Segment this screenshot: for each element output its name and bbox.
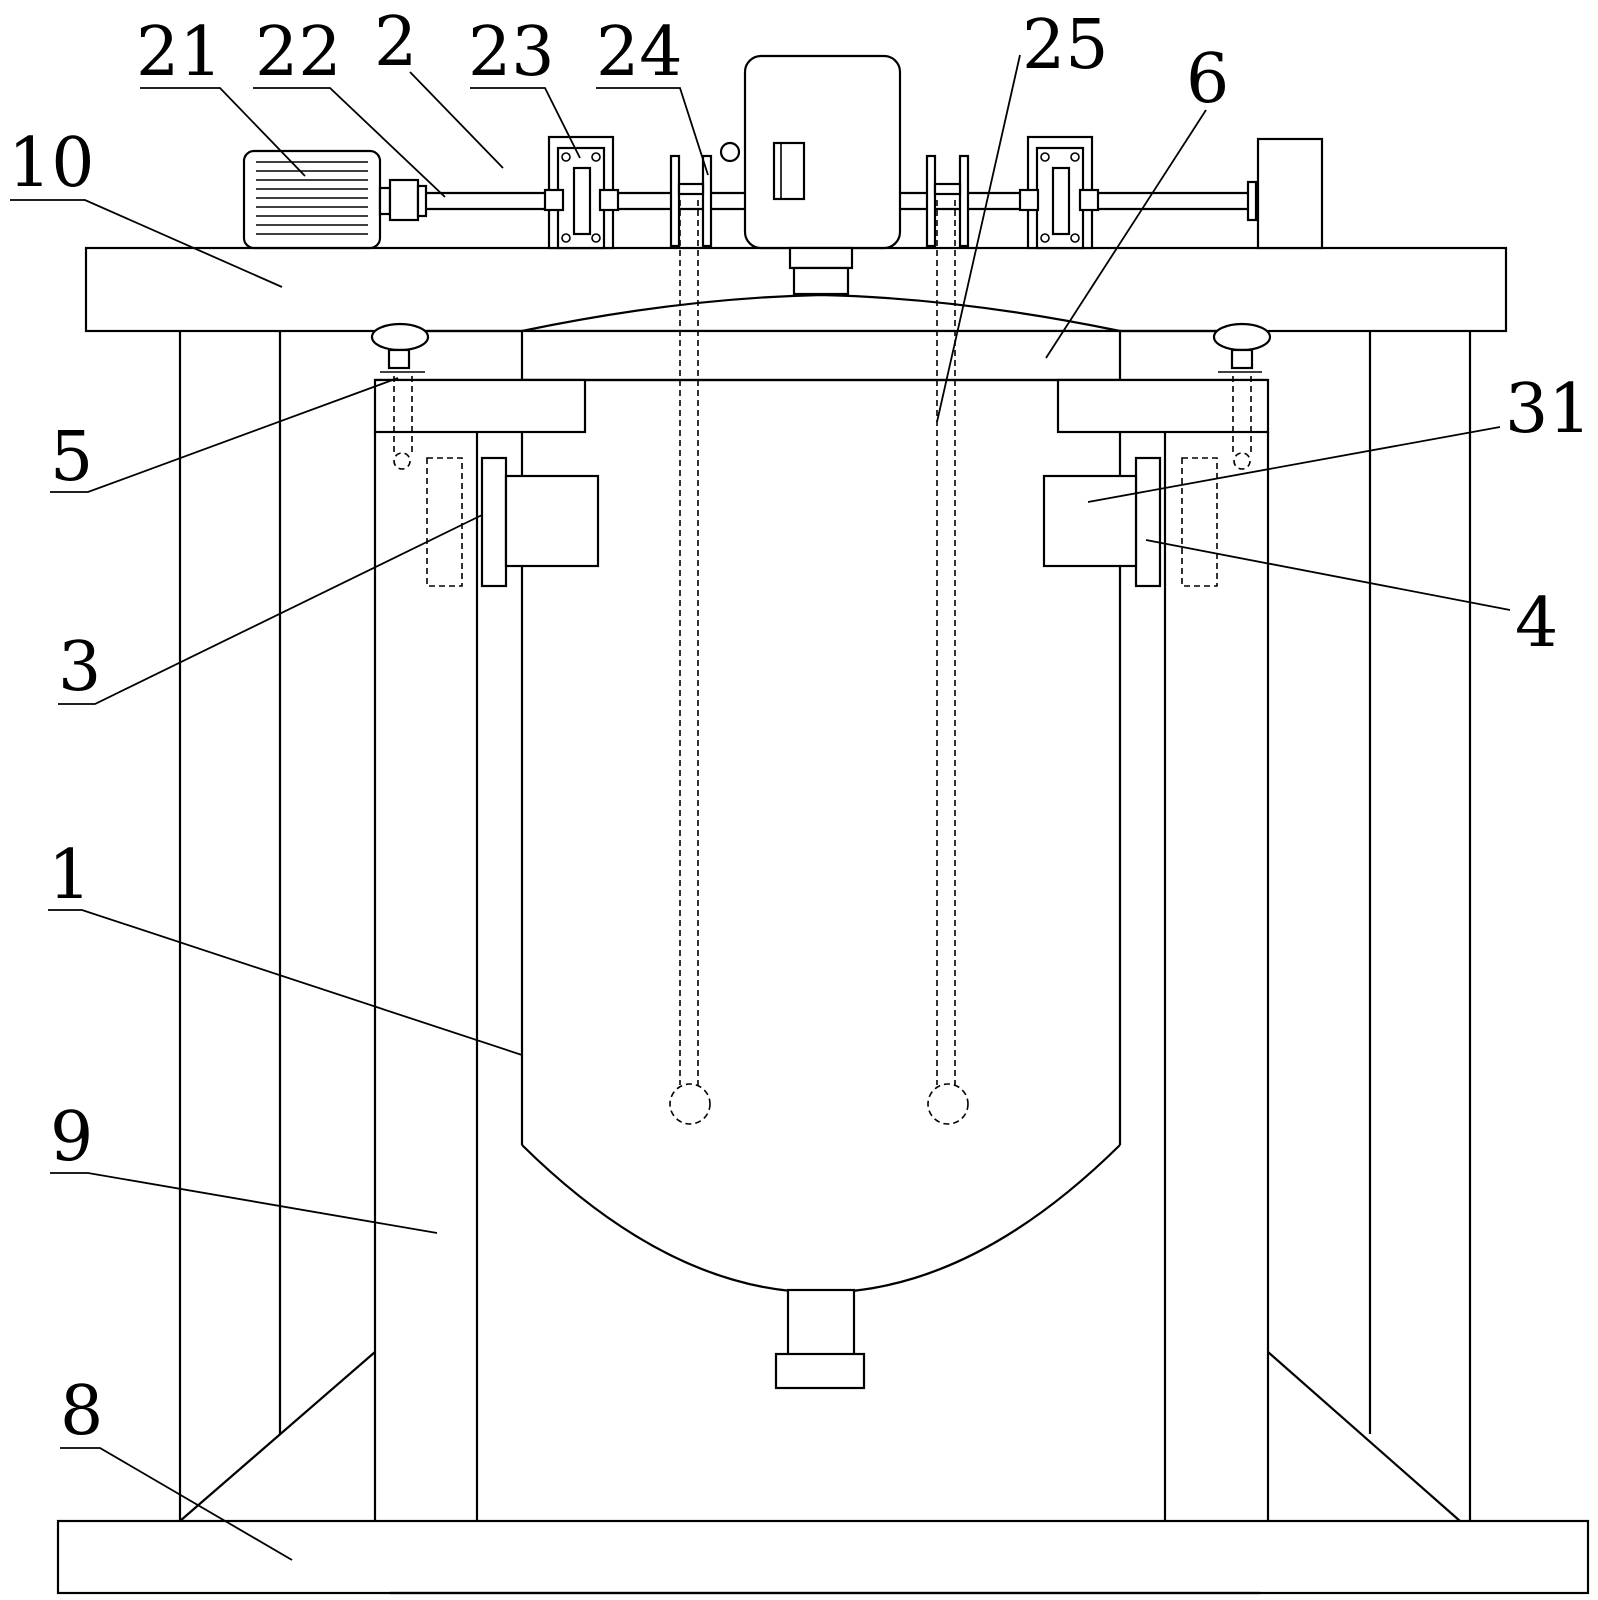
support-ring bbox=[375, 380, 1268, 432]
winding-drum-left bbox=[671, 156, 711, 246]
tank-body bbox=[522, 380, 1120, 1388]
label-3: 3 bbox=[58, 628, 101, 707]
clamp-left bbox=[427, 458, 598, 586]
bearing-seat-right bbox=[1020, 137, 1098, 248]
label-24: 24 bbox=[596, 13, 683, 92]
bearing-seat-left bbox=[545, 137, 618, 248]
label-6: 6 bbox=[1186, 40, 1229, 119]
label-25: 25 bbox=[1022, 6, 1109, 85]
label-8: 8 bbox=[60, 1372, 103, 1451]
label-2: 2 bbox=[374, 3, 417, 82]
shaft-end-support bbox=[1248, 139, 1322, 248]
clamp-right bbox=[1044, 458, 1217, 586]
label-22: 22 bbox=[255, 13, 342, 92]
label-23: 23 bbox=[468, 13, 555, 92]
drive-motor bbox=[244, 151, 426, 248]
label-4: 4 bbox=[1515, 584, 1558, 663]
label-31: 31 bbox=[1505, 370, 1592, 449]
winding-drum-right bbox=[927, 156, 968, 246]
label-1: 1 bbox=[48, 836, 91, 915]
label-10: 10 bbox=[8, 124, 95, 203]
label-9: 9 bbox=[50, 1098, 93, 1177]
label-5: 5 bbox=[50, 418, 93, 497]
label-21: 21 bbox=[136, 13, 223, 92]
